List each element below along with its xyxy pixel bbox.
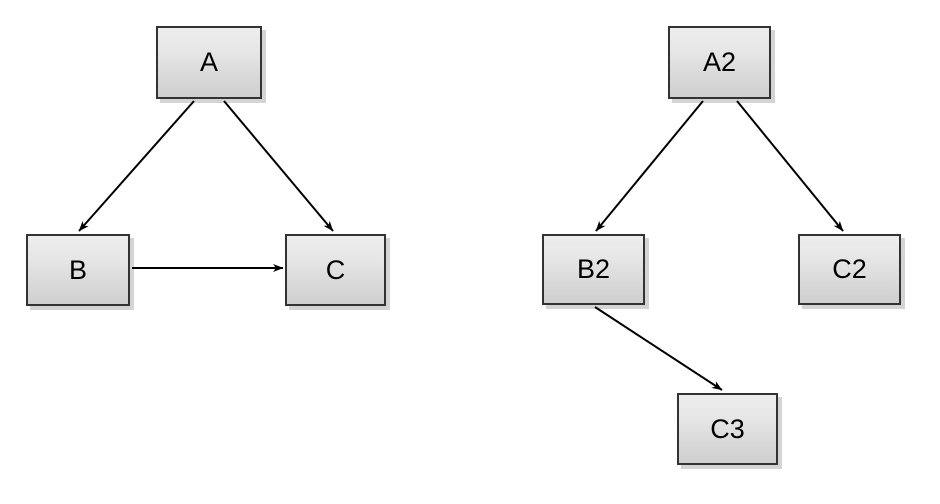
node-a[interactable]: A <box>156 26 262 99</box>
edge-a-to-b <box>78 100 195 232</box>
node-c[interactable]: C <box>285 234 386 306</box>
node-label: A2 <box>702 47 737 77</box>
node-label: B2 <box>576 254 611 284</box>
edge-a2-to-c2 <box>736 100 844 232</box>
node-c2[interactable]: C2 <box>798 234 901 305</box>
edge-b2-to-c3 <box>594 306 723 391</box>
edge-a-to-c <box>223 100 334 232</box>
node-label: C2 <box>832 254 867 284</box>
node-label: C3 <box>710 413 745 444</box>
node-label: B <box>68 254 87 285</box>
node-b2[interactable]: B2 <box>542 234 645 305</box>
node-c3[interactable]: C3 <box>677 393 778 465</box>
node-label: A <box>199 47 218 77</box>
edge-a2-to-b2 <box>595 100 704 232</box>
node-a2[interactable]: A2 <box>668 26 771 99</box>
node-b[interactable]: B <box>26 234 130 306</box>
node-label: C <box>325 254 346 285</box>
